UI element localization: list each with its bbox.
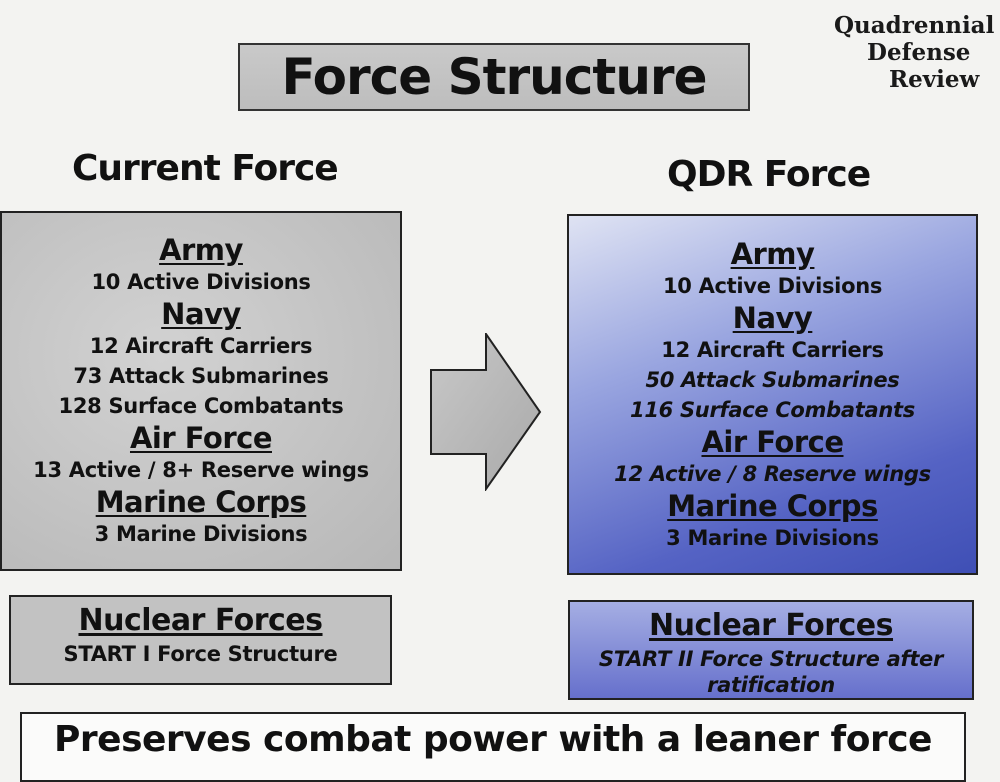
current-marine-corps-label: Marine Corps — [95, 485, 307, 519]
current-navy-item: 128 Surface Combatants — [58, 394, 344, 418]
qdr-navy-item: 116 Surface Combatants — [630, 397, 915, 422]
current-nuclear-text: START I Force Structure — [63, 642, 338, 666]
qdr-air-force-item: 12 Active / 8 Reserve wings — [614, 461, 931, 486]
qdr-navy-item: 12 Aircraft Carriers — [661, 337, 884, 362]
current-force-box: Army 10 Active Divisions Navy 12 Aircraf… — [0, 211, 402, 571]
page-title: Force Structure — [281, 48, 708, 106]
current-air-force-item: 13 Active / 8+ Reserve wings — [33, 458, 369, 482]
qdr-nuclear-text-line-2: ratification — [707, 673, 835, 697]
logo-line-2: Defense — [867, 39, 971, 66]
current-army-item: 10 Active Divisions — [91, 270, 311, 294]
current-nuclear-label: Nuclear Forces — [78, 603, 323, 638]
current-navy-label: Navy — [161, 297, 241, 331]
logo-line-3: Review — [889, 66, 980, 93]
current-navy-item: 12 Aircraft Carriers — [89, 334, 313, 358]
qdr-navy-item: 50 Attack Submarines — [645, 367, 900, 392]
qdr-army-item: 10 Active Divisions — [662, 273, 883, 298]
title-box: Force Structure — [238, 43, 750, 111]
qdr-nuclear-text-line-1: START II Force Structure after — [598, 647, 944, 671]
current-force-heading: Current Force — [72, 148, 339, 189]
current-marine-corps-item: 3 Marine Divisions — [94, 522, 308, 546]
current-army-label: Army — [159, 233, 243, 267]
qdr-marine-corps-item: 3 Marine Divisions — [666, 525, 879, 550]
logo-line-1: Quadrennial — [834, 12, 995, 39]
qdr-force-heading: QDR Force — [667, 154, 871, 195]
qdr-marine-corps-label: Marine Corps — [667, 488, 878, 523]
footer-statement: Preserves combat power with a leaner for… — [54, 719, 932, 760]
current-navy-item: 73 Attack Submarines — [73, 364, 329, 388]
qdr-force-box: Army 10 Active Divisions Navy 12 Aircraf… — [567, 214, 978, 575]
footer-box: Preserves combat power with a leaner for… — [20, 712, 966, 782]
qdr-nuclear-box: Nuclear Forces START II Force Structure … — [568, 600, 974, 700]
qdr-nuclear-label: Nuclear Forces — [648, 608, 894, 643]
qdr-army-label: Army — [730, 236, 815, 271]
qdr-navy-label: Navy — [732, 300, 813, 335]
qdr-air-force-label: Air Force — [701, 424, 844, 459]
current-nuclear-box: Nuclear Forces START I Force Structure — [9, 595, 392, 685]
right-arrow-icon — [430, 333, 542, 491]
qdr-logo: Quadrennial Defense Review — [834, 12, 994, 93]
current-air-force-label: Air Force — [129, 421, 273, 455]
